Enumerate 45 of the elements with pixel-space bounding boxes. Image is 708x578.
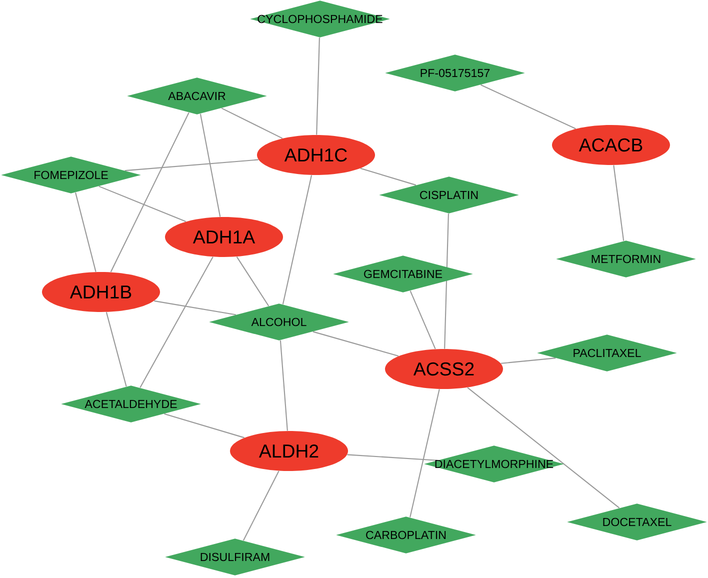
connector-line [110, 112, 190, 272]
diamond-node: PF-05175157 [385, 54, 525, 92]
connector-line [75, 192, 96, 272]
diamond-node: ALCOHOL [209, 304, 349, 340]
connector-line [480, 84, 576, 130]
diamond-node: PACLITAXEL [537, 334, 677, 372]
connector-line [282, 175, 312, 304]
connector-line [467, 387, 620, 508]
diamond-node: ACETALDEHYDE [61, 386, 201, 422]
connector-line [613, 165, 624, 241]
connector-line [200, 114, 221, 217]
ellipse-node: ALDH2 [230, 431, 348, 471]
connector-line [500, 358, 556, 364]
connector-line [154, 300, 236, 316]
diamond-node: CISPLATIN [379, 176, 519, 214]
diamond-node: CYCLOPHOSPHAMIDE [250, 0, 390, 38]
ellipse-node: ACSS2 [385, 349, 503, 389]
connector-line [221, 108, 283, 139]
connector-line [242, 470, 280, 541]
diamond-node: GEMCITABINE [333, 256, 473, 292]
connector-line [140, 256, 214, 388]
ellipse-node: ADH1A [165, 217, 283, 257]
connector-line [360, 168, 416, 186]
connector-line [98, 186, 186, 222]
connector-line [410, 290, 436, 350]
connector-line [124, 159, 258, 172]
diamond-node: ABACAVIR [127, 78, 267, 114]
connector-line [236, 256, 270, 306]
connector-line [312, 331, 399, 357]
connector-line [410, 389, 440, 518]
connector-line [164, 413, 244, 438]
diamond-node: DIACETYLMORPHINE [424, 446, 564, 482]
diamond-node: DISULFIRAM [165, 538, 305, 576]
diamond-node: FOMEPIZOLE [1, 156, 141, 194]
connector-line [347, 454, 438, 461]
diamond-node: METFORMIN [556, 240, 696, 278]
diamond-node: CARBOPLATIN [336, 516, 476, 554]
connector-line [280, 340, 288, 431]
ellipse-node: ACACB [552, 125, 670, 165]
diamond-node: DOCETAXEL [567, 504, 707, 540]
connector-line [106, 312, 127, 387]
connector-line [316, 38, 320, 135]
connector-line [444, 214, 449, 349]
ellipse-node: ADH1B [42, 272, 160, 312]
ellipse-node: ADH1C [257, 135, 375, 175]
